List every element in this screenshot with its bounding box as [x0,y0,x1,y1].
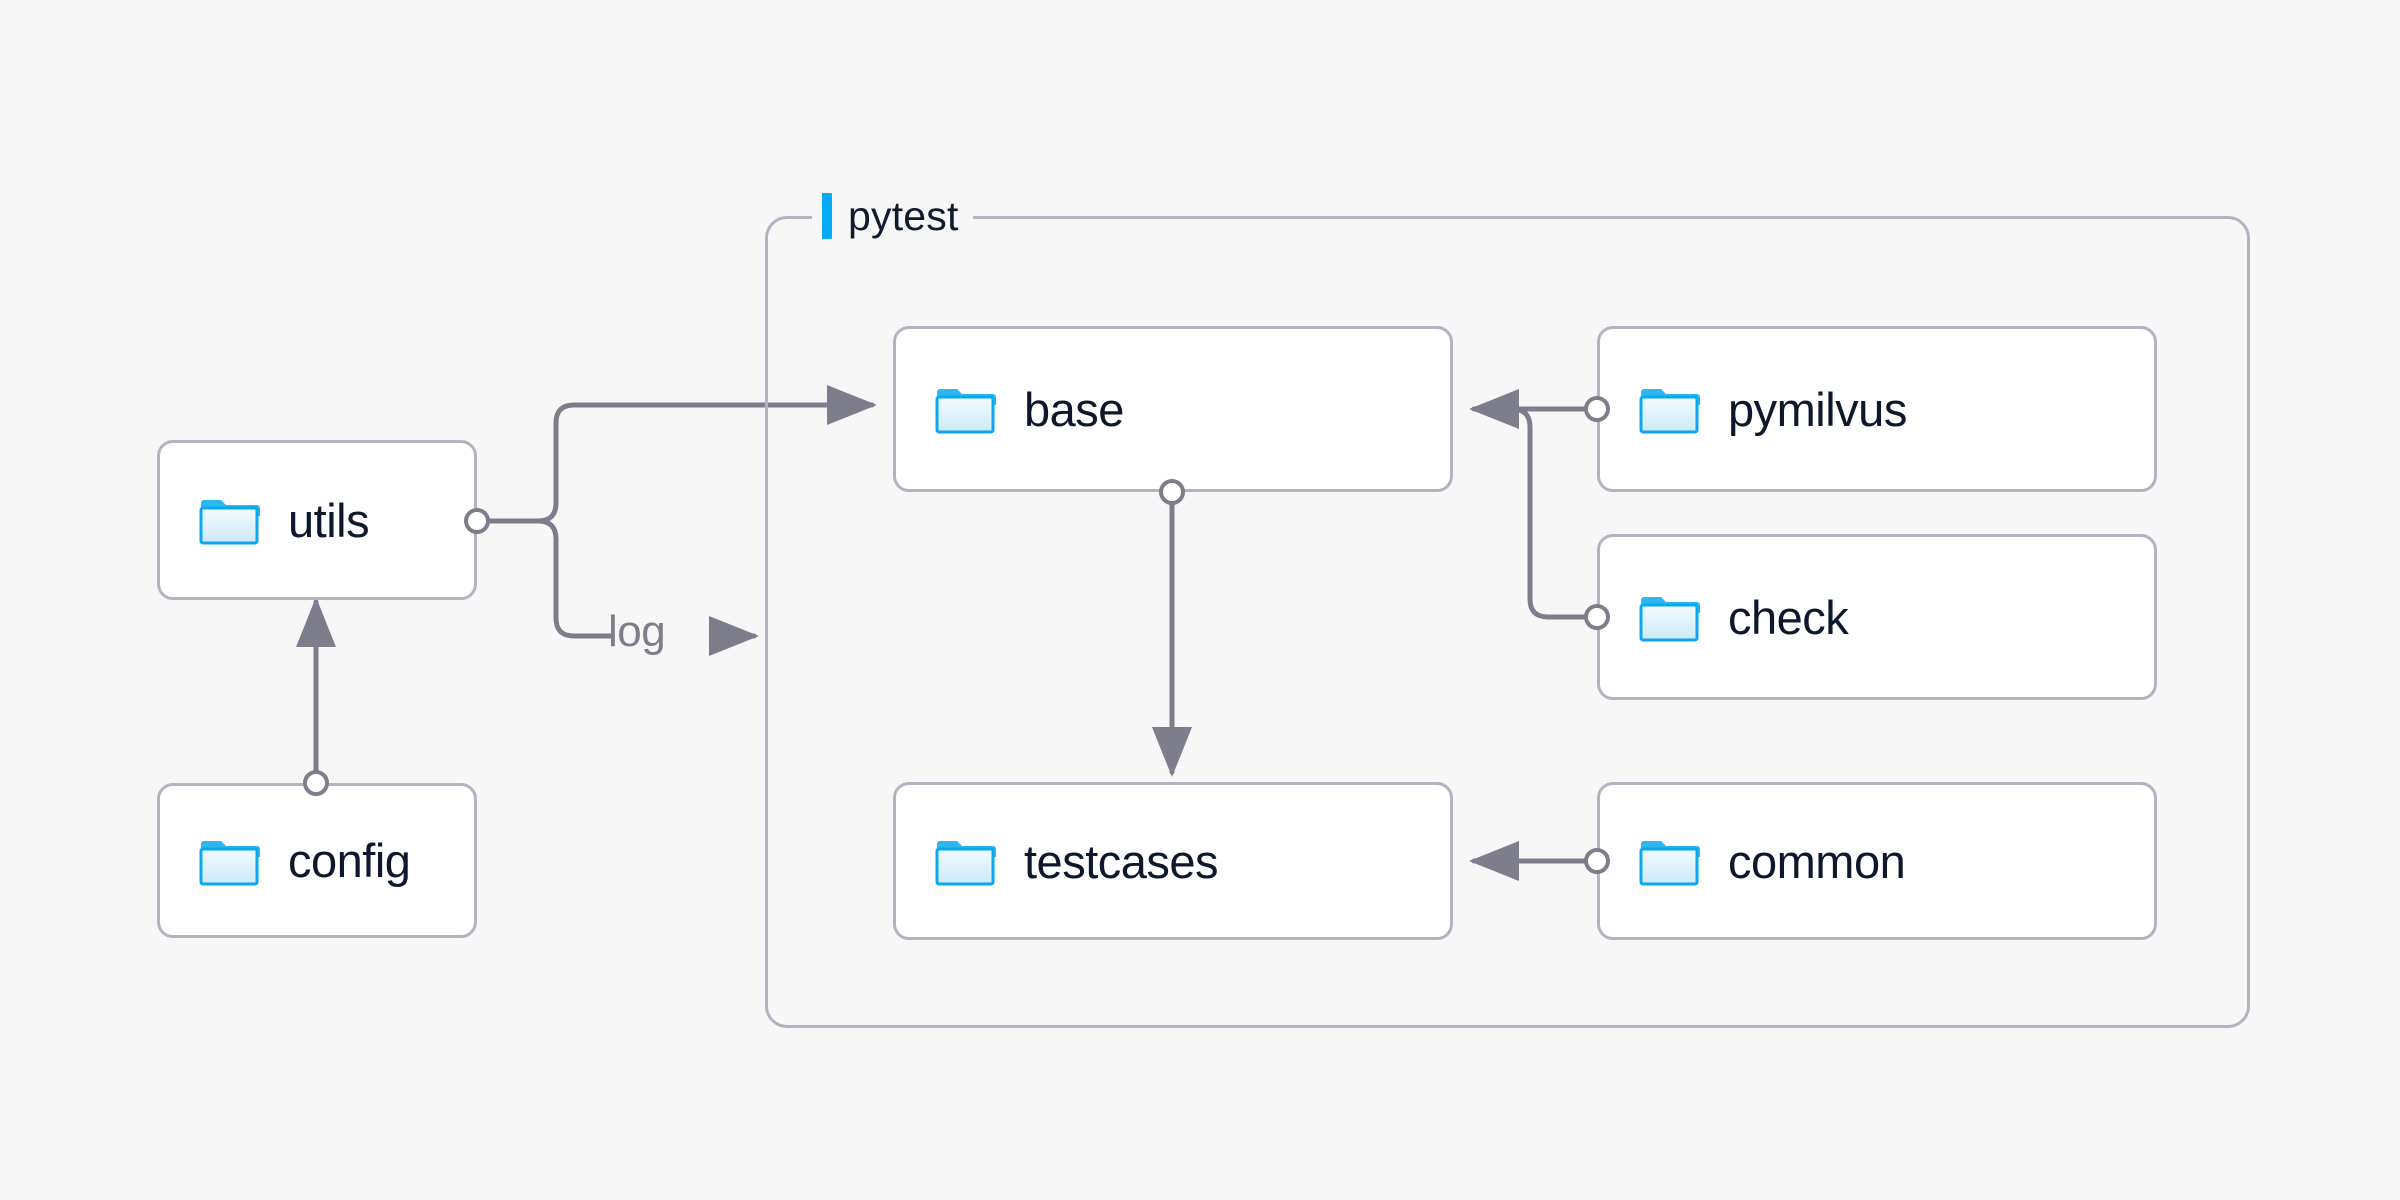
node-label-check: check [1728,590,1849,644]
group-title-text: pytest [848,192,959,239]
node-config[interactable]: config [157,783,477,938]
node-label-config: config [288,834,411,887]
port-utils-right[interactable] [464,508,490,534]
port-common-left[interactable] [1584,848,1610,874]
node-pymilvus[interactable]: pymilvus [1597,326,2157,492]
node-utils[interactable]: utils [157,440,477,600]
folder-icon [199,840,260,885]
node-label-utils: utils [288,493,370,547]
node-label-base: base [1024,382,1124,436]
folder-icon [935,841,996,886]
edge-utils-log [535,518,613,639]
node-base[interactable]: base [893,326,1453,492]
folder-icon [1639,597,1700,642]
port-check-left[interactable] [1584,604,1610,630]
port-config-top[interactable] [303,770,329,796]
group-accent-bar [822,193,832,239]
folder-icon [199,500,260,545]
node-common[interactable]: common [1597,782,2157,940]
node-label-pymilvus: pymilvus [1728,382,1907,436]
folder-icon [1639,389,1700,434]
port-pymilvus-left[interactable] [1584,396,1610,422]
edge-label-log: log [608,607,666,656]
node-testcases[interactable]: testcases [893,782,1453,940]
group-label-pytest: pytest [812,188,973,244]
node-label-common: common [1728,834,1906,888]
port-base-bottom[interactable] [1159,479,1185,505]
folder-icon [935,389,996,434]
folder-icon [1639,841,1700,886]
node-label-testcases: testcases [1024,834,1219,888]
node-check[interactable]: check [1597,534,2157,700]
group-container-pytest[interactable] [765,216,2250,1028]
